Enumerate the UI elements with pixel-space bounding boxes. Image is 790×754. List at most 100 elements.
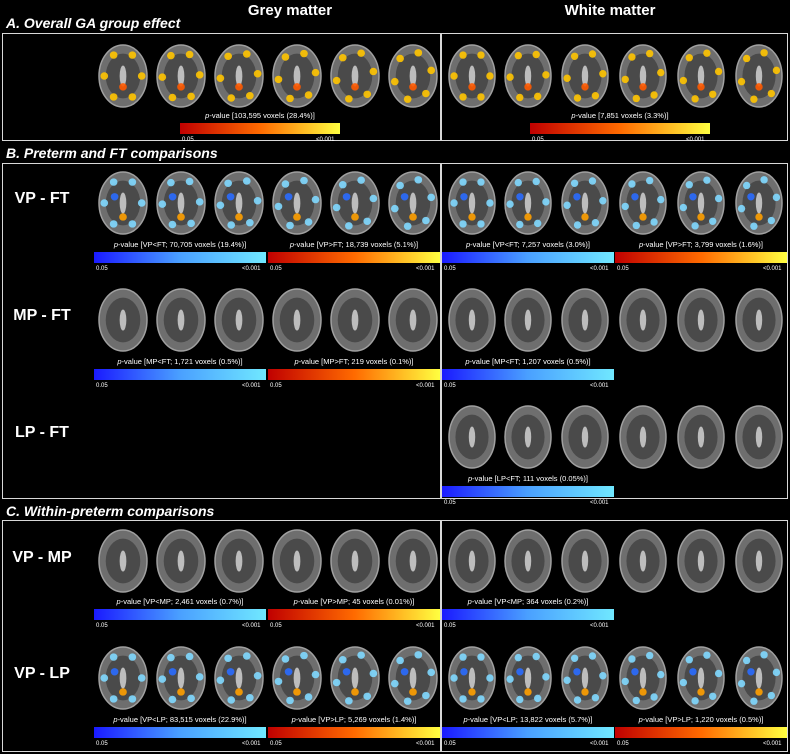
colorbar-tick-low: 0.05 bbox=[270, 266, 282, 272]
colorbar-tick-low: 0.05 bbox=[270, 741, 282, 747]
brain-slice-lpft-white-1 bbox=[448, 405, 496, 469]
colorbar-tick-low: 0.05 bbox=[96, 383, 108, 389]
brain-slice-vpmp-white-1 bbox=[448, 529, 496, 593]
brain-slice-vplp-white-4 bbox=[619, 646, 667, 710]
colorbar-tick-high: <0.001 bbox=[242, 266, 261, 272]
colorbar-vplp-grey-neg bbox=[94, 727, 266, 738]
panel-a-grey bbox=[2, 33, 441, 141]
caption-vpft-white-pos: p-value [VP>FT; 3,799 voxels (1.6%)] bbox=[638, 240, 764, 249]
brain-slice-mpft-grey-3 bbox=[214, 288, 264, 352]
colorbar-tick-high: <0.001 bbox=[416, 741, 435, 747]
caption-a-grey: p-value [103,595 voxels (28.4%)] bbox=[205, 111, 315, 120]
brain-slice-mpft-grey-6 bbox=[388, 288, 438, 352]
caption-mpft-grey-neg: p-value [MP<FT; 1,721 voxels (0.5%)] bbox=[117, 357, 243, 366]
brain-slice-mpft-grey-2 bbox=[156, 288, 206, 352]
brain-slice-vpft-grey-6 bbox=[388, 171, 438, 235]
brain-slice-a-white-5 bbox=[677, 44, 725, 108]
brain-slice-vpmp-white-4 bbox=[619, 529, 667, 593]
brain-slice-vpmp-grey-3 bbox=[214, 529, 264, 593]
brain-slice-a-white-3 bbox=[561, 44, 609, 108]
colorbar-tick-high: <0.001 bbox=[416, 266, 435, 272]
colorbar-tick-low: 0.05 bbox=[96, 623, 108, 629]
row-label-vp-mp: VP - MP bbox=[12, 549, 72, 566]
caption-vplp-grey-pos: p-value [VP>LP; 5,269 voxels (1.4%)] bbox=[291, 715, 417, 724]
colorbar-tick-high: <0.001 bbox=[416, 383, 435, 389]
brain-slice-vpft-white-4 bbox=[619, 171, 667, 235]
brain-slice-vpmp-white-2 bbox=[504, 529, 552, 593]
brain-slice-mpft-white-5 bbox=[677, 288, 725, 352]
brain-slice-a-white-2 bbox=[504, 44, 552, 108]
colorbar-tick-low: 0.05 bbox=[444, 500, 456, 506]
caption-lpft-white-neg: p-value [LP<FT; 111 voxels (0.05%)] bbox=[468, 474, 588, 483]
colorbar-tick-low: 0.05 bbox=[444, 383, 456, 389]
brain-slice-a-grey-4 bbox=[272, 44, 322, 108]
brain-slice-mpft-white-3 bbox=[561, 288, 609, 352]
colorbar-tick-low: 0.05 bbox=[617, 741, 629, 747]
colorbar-vpft-white-pos bbox=[615, 252, 787, 263]
caption-vpmp-grey-neg: p-value [VP<MP; 2,461 voxels (0.7%)] bbox=[116, 597, 244, 606]
colorbar-tick-high: <0.001 bbox=[590, 266, 609, 272]
caption-mpft-white-neg: p-value [MP<FT; 1,207 voxels (0.5%)] bbox=[465, 357, 591, 366]
caption-vplp-white-neg: p-value [VP<LP; 13,822 voxels (5.7%)] bbox=[463, 715, 593, 724]
brain-slice-lpft-white-3 bbox=[561, 405, 609, 469]
brain-slice-mpft-grey-5 bbox=[330, 288, 380, 352]
brain-slice-mpft-white-1 bbox=[448, 288, 496, 352]
colorbar-tick-low: 0.05 bbox=[270, 383, 282, 389]
brain-slice-lpft-white-4 bbox=[619, 405, 667, 469]
colorbar-tick-high: <0.001 bbox=[763, 741, 782, 747]
colorbar-tick-high: <0.001 bbox=[242, 623, 261, 629]
colorbar-tick-high: <0.001 bbox=[686, 137, 705, 143]
grey-matter-title: Grey matter bbox=[247, 2, 333, 19]
colorbar-a-grey bbox=[180, 123, 340, 134]
brain-slice-vplp-grey-2 bbox=[156, 646, 206, 710]
caption-vpmp-grey-pos: p-value [VP>MP; 45 voxels (0.01%)] bbox=[293, 597, 415, 606]
brain-slice-vpft-grey-2 bbox=[156, 171, 206, 235]
colorbar-tick-low: 0.05 bbox=[617, 266, 629, 272]
colorbar-tick-low: 0.05 bbox=[270, 623, 282, 629]
brain-slice-vplp-white-2 bbox=[504, 646, 552, 710]
colorbar-tick-high: <0.001 bbox=[316, 137, 335, 143]
colorbar-mpft-grey-pos bbox=[268, 369, 440, 380]
brain-slice-vpft-grey-5 bbox=[330, 171, 380, 235]
brain-slice-vpft-white-2 bbox=[504, 171, 552, 235]
caption-a-white: p-value [7,851 voxels (3.3%)] bbox=[571, 111, 669, 120]
panel-c-grey bbox=[2, 520, 441, 752]
brain-slice-vplp-white-6 bbox=[735, 646, 783, 710]
brain-slice-lpft-white-6 bbox=[735, 405, 783, 469]
brain-slice-vpmp-grey-4 bbox=[272, 529, 322, 593]
brain-slice-vpft-white-1 bbox=[448, 171, 496, 235]
row-label-lp-ft: LP - FT bbox=[15, 424, 69, 441]
brain-slice-a-white-1 bbox=[448, 44, 496, 108]
panel-a-white bbox=[441, 33, 788, 141]
colorbar-vplp-white-neg bbox=[442, 727, 614, 738]
brain-slice-a-grey-2 bbox=[156, 44, 206, 108]
colorbar-tick-high: <0.001 bbox=[242, 383, 261, 389]
brain-slice-mpft-white-6 bbox=[735, 288, 783, 352]
colorbar-tick-high: <0.001 bbox=[590, 623, 609, 629]
row-label-mp-ft: MP - FT bbox=[13, 307, 71, 324]
brain-slice-vplp-white-3 bbox=[561, 646, 609, 710]
caption-vpmp-white-neg: p-value [VP<MP; 364 voxels (0.2%)] bbox=[467, 597, 589, 606]
brain-slice-vplp-grey-4 bbox=[272, 646, 322, 710]
colorbar-vpmp-white-neg bbox=[442, 609, 614, 620]
brain-slice-vpft-white-5 bbox=[677, 171, 725, 235]
brain-slice-lpft-white-5 bbox=[677, 405, 725, 469]
brain-slice-mpft-white-2 bbox=[504, 288, 552, 352]
colorbar-tick-high: <0.001 bbox=[590, 741, 609, 747]
colorbar-tick-low: 0.05 bbox=[444, 741, 456, 747]
brain-slice-a-white-4 bbox=[619, 44, 667, 108]
section-b-title: B. Preterm and FT comparisons bbox=[6, 145, 218, 161]
caption-vpft-grey-pos: p-value [VP>FT; 18,739 voxels (5.1%)] bbox=[289, 240, 419, 249]
colorbar-vpmp-grey-pos bbox=[268, 609, 440, 620]
colorbar-tick-low: 0.05 bbox=[444, 266, 456, 272]
brain-slice-vpmp-grey-5 bbox=[330, 529, 380, 593]
brain-slice-vpft-grey-3 bbox=[214, 171, 264, 235]
brain-slice-vpmp-grey-1 bbox=[98, 529, 148, 593]
brain-slice-vplp-white-5 bbox=[677, 646, 725, 710]
colorbar-vplp-grey-pos bbox=[268, 727, 440, 738]
brain-slice-vpmp-grey-6 bbox=[388, 529, 438, 593]
brain-slice-vplp-white-1 bbox=[448, 646, 496, 710]
row-label-vp-lp: VP - LP bbox=[14, 665, 70, 682]
caption-vplp-grey-neg: p-value [VP<LP; 83,515 voxels (22.9%)] bbox=[113, 715, 247, 724]
section-c-title: C. Within-preterm comparisons bbox=[6, 503, 215, 519]
